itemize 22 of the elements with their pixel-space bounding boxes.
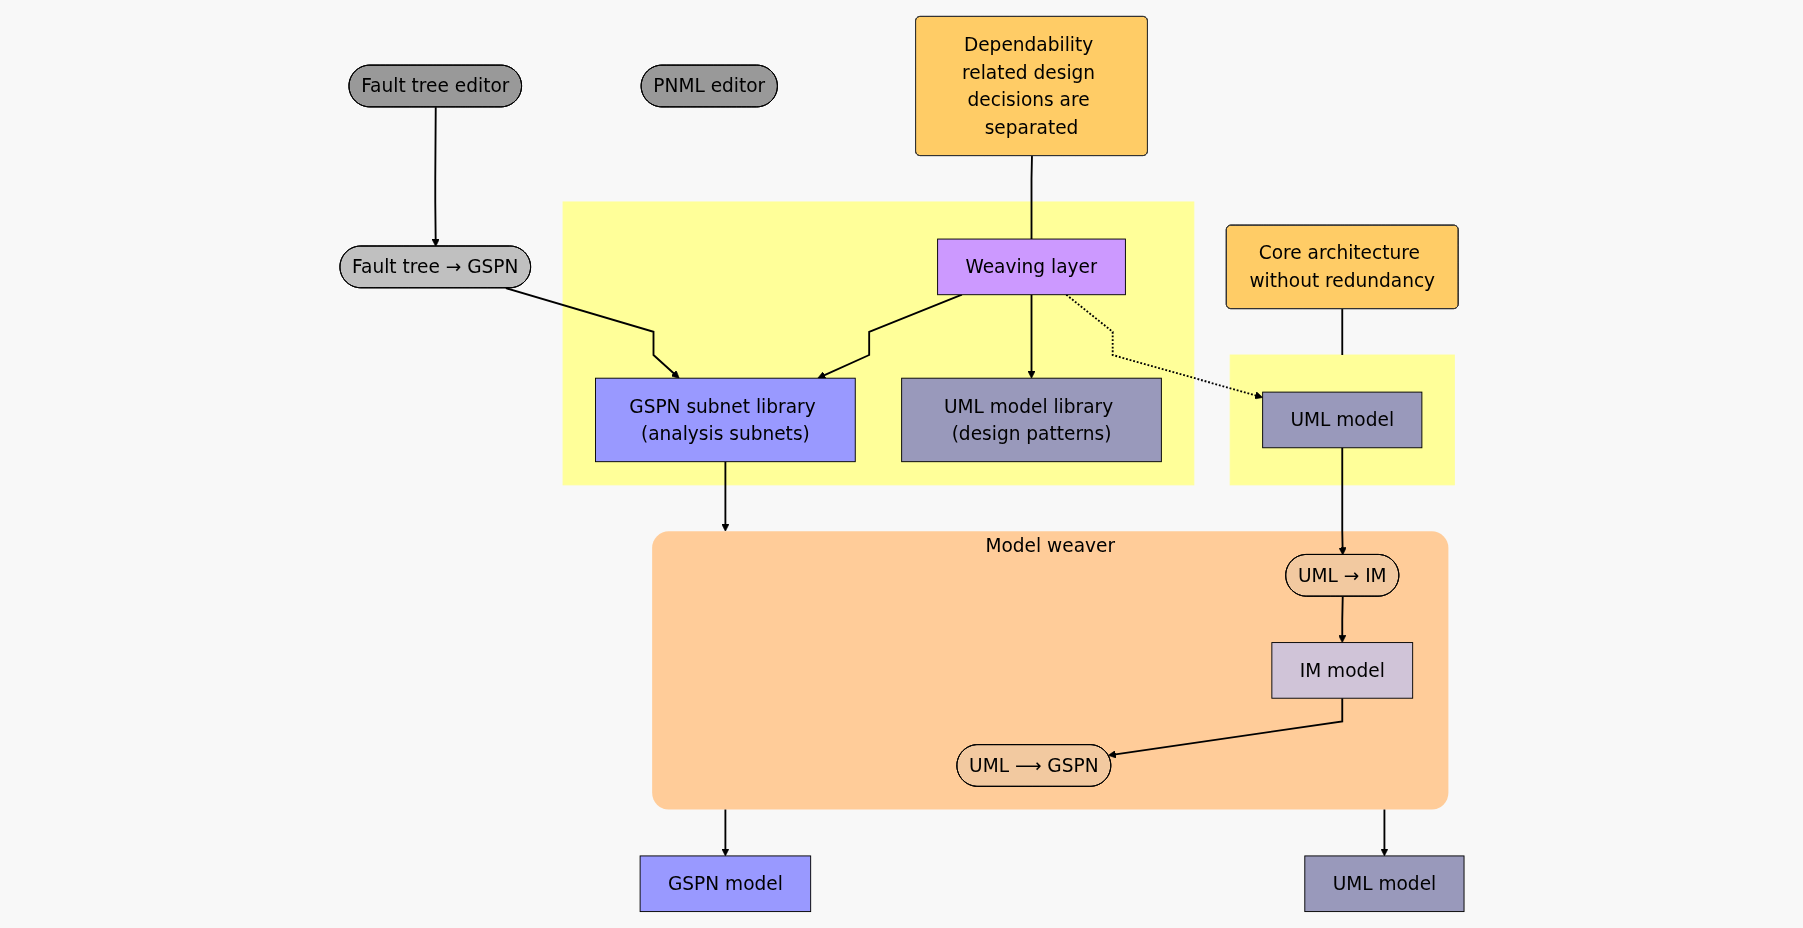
node-box: GSPN model [639, 855, 811, 913]
arrow [720, 460, 729, 532]
cluster [1229, 354, 1455, 486]
connector [1340, 307, 1343, 356]
node-box: UML model [1261, 391, 1422, 449]
connector [1030, 155, 1033, 240]
arrow [1337, 595, 1346, 643]
arrow [504, 287, 680, 379]
arrow [1379, 808, 1388, 857]
arrow [816, 293, 963, 379]
cluster [562, 201, 1194, 486]
node-box: UML model library (design patterns) [900, 377, 1162, 463]
node-box: GSPN subnet library (analysis subnets) [594, 377, 856, 463]
arrow [1026, 293, 1036, 379]
arrow [720, 808, 729, 857]
arrow [1338, 446, 1347, 556]
node-box: Weaving layer [936, 238, 1126, 296]
arrow [431, 106, 440, 247]
arrow [1107, 697, 1343, 759]
node-box: UML model [1303, 855, 1464, 913]
node-box: IM model [1270, 642, 1413, 699]
arrow [1064, 293, 1263, 400]
